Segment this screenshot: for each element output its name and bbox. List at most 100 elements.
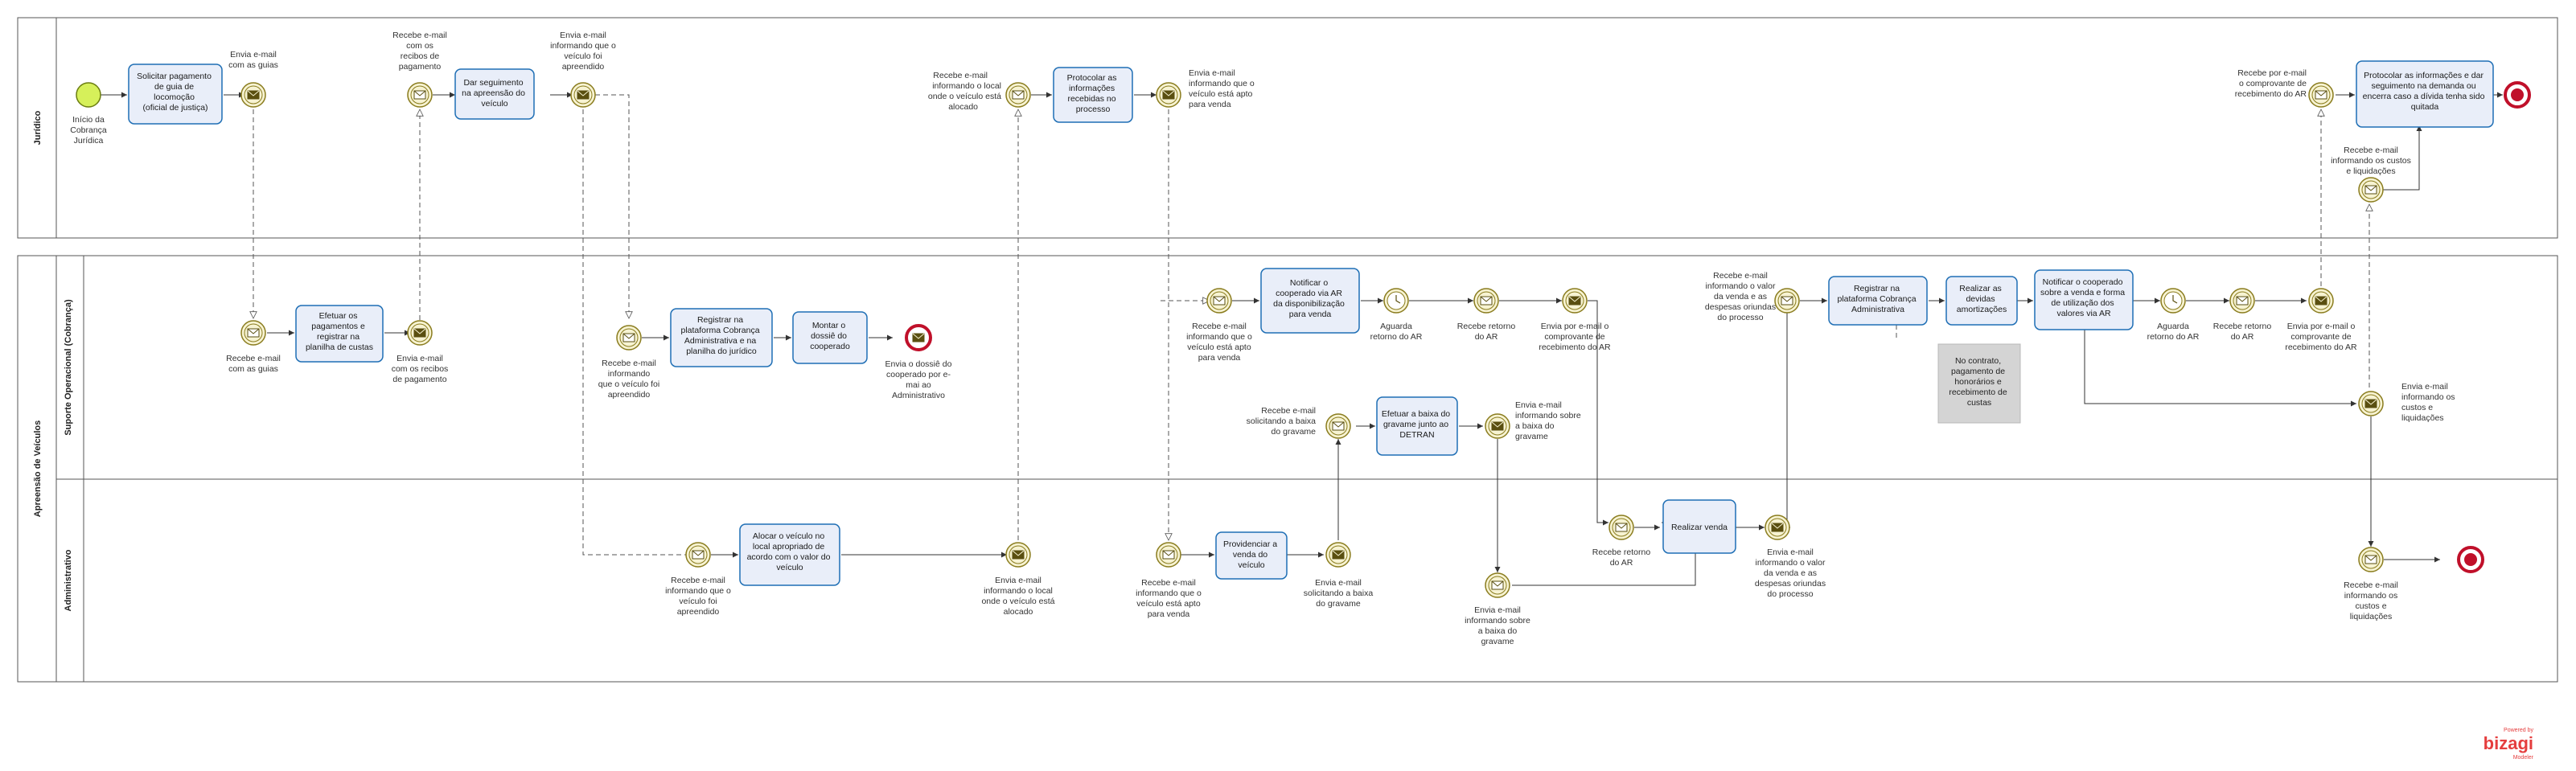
- task-solicitar[interactable]: Solicitar pagamento de guia de locomoção…: [128, 64, 223, 125]
- msg-event[interactable]: [2229, 288, 2255, 314]
- msg-event[interactable]: [2308, 288, 2334, 314]
- task-registrar-plataforma[interactable]: Registrar na plataforma Cobrança Adminis…: [670, 308, 773, 367]
- svg-text:Efetuar a baixa do grava: Efetuar a baixa do gravame junto ao DETR…: [1382, 409, 1452, 440]
- msg-event[interactable]: [240, 320, 266, 346]
- annotation-note: No contrato, pagamento de honorários e r…: [1937, 343, 2021, 424]
- task-protocolar-final[interactable]: Protocolar as informações e dar seguimen…: [2356, 60, 2494, 128]
- msg-event[interactable]: [1156, 542, 1181, 568]
- svg-text:No contrato, pagamento d: No contrato, pagamento de honorários e r…: [1949, 356, 2009, 408]
- svg-text:Protocolar as informaçõe: Protocolar as informações recebidas no p…: [1067, 73, 1120, 114]
- msg-event[interactable]: [1562, 288, 1588, 314]
- msg-event[interactable]: [616, 325, 642, 351]
- svg-text:Notificar o cooperado vi: Notificar o cooperado via AR da disponib…: [1273, 278, 1347, 319]
- task-notificar-ar[interactable]: Notificar o cooperado via AR da disponib…: [1260, 268, 1360, 334]
- svg-text:Powered by: Powered by: [2504, 728, 2533, 733]
- end-event-dossie[interactable]: [905, 324, 932, 351]
- svg-text:Montar o dossiê do: Montar o dossiê do cooperado: [810, 321, 850, 351]
- task-realizar-amortizacoes[interactable]: Realizar as devidas amortizações: [1945, 276, 2018, 326]
- msg-event[interactable]: [1485, 572, 1510, 598]
- msg-event[interactable]: [1485, 413, 1510, 439]
- task-realizar-venda[interactable]: Realizar venda: [1662, 499, 1736, 554]
- task-efetuar-baixa-gravame[interactable]: Efetuar a baixa do gravame junto ao DETR…: [1376, 396, 1458, 456]
- msg-event[interactable]: [1765, 515, 1790, 540]
- msg-event[interactable]: [685, 542, 711, 568]
- msg-event[interactable]: [407, 82, 433, 108]
- svg-text:Registrar na plataforma: Registrar na plataforma Cobrança Adminis…: [681, 315, 762, 356]
- bizagi-logo: Powered by bizagi Modeler: [2484, 728, 2534, 761]
- task-registrar-plataforma-2[interactable]: Registrar na plataforma Cobrança Adminis…: [1828, 276, 1928, 326]
- svg-text:Protocolar as informações e da: Protocolar as informações e dar seguimen…: [2363, 71, 2488, 112]
- pool-juridico: Jurídico: [17, 17, 2558, 239]
- svg-text:Modeler: Modeler: [2513, 755, 2534, 761]
- svg-text:Realizar as devidas: Realizar as devidas amortizações: [1957, 284, 2007, 314]
- msg-event[interactable]: [1608, 515, 1634, 540]
- end-event-juridico[interactable]: [2504, 81, 2531, 109]
- lane-suporte-title: Suporte Operacional (Cobrança): [64, 299, 73, 436]
- task-montar-dossie[interactable]: Montar o dossiê do cooperado: [792, 311, 868, 364]
- msg-event[interactable]: [2358, 177, 2384, 203]
- task-alocar-veiculo[interactable]: Alocar o veículo no local apropriado de …: [739, 523, 840, 586]
- svg-text:bizagi: bizagi: [2484, 733, 2533, 753]
- pool-apreensao-title: Apreensão de Veículos: [33, 420, 43, 517]
- task-protocolar[interactable]: Protocolar as informações recebidas no p…: [1053, 67, 1133, 123]
- timer-event[interactable]: [1383, 288, 1409, 314]
- msg-event[interactable]: [2308, 82, 2334, 108]
- start-event[interactable]: [76, 82, 101, 108]
- msg-event[interactable]: [2358, 547, 2384, 572]
- end-event-admin[interactable]: [2457, 546, 2484, 573]
- svg-text:Alocar o veículo no loca: Alocar o veículo no local apropriado de …: [747, 531, 833, 572]
- msg-event[interactable]: [2358, 391, 2384, 416]
- svg-text:Notificar o cooperado so: Notificar o cooperado sobre a venda e fo…: [2040, 277, 2127, 318]
- msg-event[interactable]: [1774, 288, 1800, 314]
- msg-event[interactable]: [1005, 542, 1031, 568]
- msg-event[interactable]: [1156, 82, 1181, 108]
- msg-event[interactable]: [407, 320, 433, 346]
- msg-event[interactable]: [1005, 82, 1031, 108]
- msg-event[interactable]: [240, 82, 266, 108]
- svg-text:Dar seguimento na apreen: Dar seguimento na apreensão do veículo: [462, 78, 528, 109]
- msg-event[interactable]: [1206, 288, 1232, 314]
- timer-event[interactable]: [2160, 288, 2186, 314]
- svg-text:Solicitar pagamento de g: Solicitar pagamento de guia de locomoção…: [137, 72, 214, 113]
- task-providenciar-venda[interactable]: Providenciar a venda do veículo: [1215, 531, 1288, 580]
- pool-juridico-title: Jurídico: [33, 110, 43, 145]
- msg-event[interactable]: [570, 82, 596, 108]
- task-notificar-venda[interactable]: Notificar o cooperado sobre a venda e fo…: [2034, 269, 2134, 330]
- msg-event[interactable]: [1325, 542, 1351, 568]
- msg-event[interactable]: [1325, 413, 1351, 439]
- task-efetuar-pagamentos[interactable]: Efetuar os pagamentos e registrar na pla…: [295, 305, 384, 363]
- task-dar-seguimento[interactable]: Dar seguimento na apreensão do veículo: [454, 68, 535, 120]
- msg-event[interactable]: [1473, 288, 1499, 314]
